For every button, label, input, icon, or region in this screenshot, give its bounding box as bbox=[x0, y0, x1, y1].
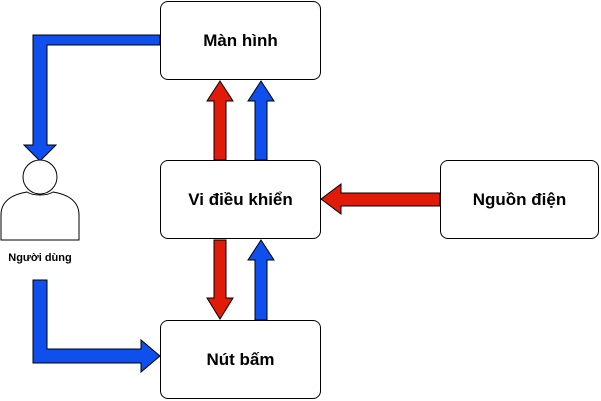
arrow-mcu-to-screen-blue bbox=[247, 80, 275, 161]
node-screen: Màn hình bbox=[160, 1, 321, 80]
user-label: Người dùng bbox=[8, 252, 72, 264]
arrow-button-to-mcu bbox=[247, 239, 275, 321]
arrow-screen-to-user bbox=[22, 34, 161, 162]
node-power: Nguồn điện bbox=[440, 160, 599, 239]
arrow-mcu-to-button bbox=[206, 239, 234, 320]
arrow-mcu-to-screen bbox=[206, 80, 234, 161]
arrow-user-to-button bbox=[32, 279, 161, 374]
arrow-power-to-mcu bbox=[320, 183, 441, 215]
node-screen-label: Màn hình bbox=[203, 30, 278, 50]
node-button-label: Nút bấm bbox=[206, 349, 275, 369]
node-microcontroller-label: Vi điều khiển bbox=[188, 189, 293, 209]
node-button: Nút bấm bbox=[160, 320, 321, 399]
node-microcontroller: Vi điều khiển bbox=[160, 160, 321, 239]
node-power-label: Nguồn điện bbox=[472, 189, 567, 209]
person-icon bbox=[0, 159, 80, 241]
